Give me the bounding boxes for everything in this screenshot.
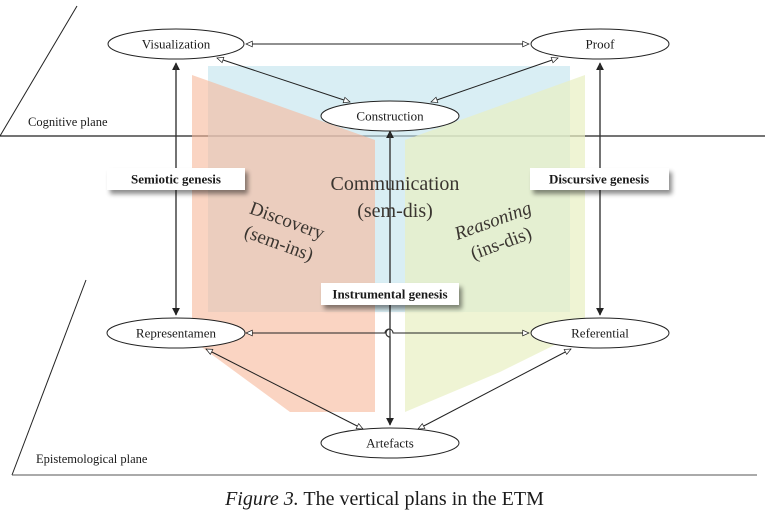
instrumental-genesis-label: Instrumental genesis bbox=[332, 287, 447, 302]
node-visualization[interactable]: Visualization bbox=[107, 28, 245, 60]
node-representamen-label: Representamen bbox=[136, 326, 217, 341]
cognitive-plane-label: Cognitive plane bbox=[28, 115, 108, 129]
node-proof-label: Proof bbox=[586, 37, 616, 52]
discursive-genesis-box: Discursive genesis bbox=[530, 168, 669, 190]
epistemological-plane-edge bbox=[11, 279, 87, 476]
node-visualization-label: Visualization bbox=[142, 37, 211, 52]
node-proof[interactable]: Proof bbox=[530, 28, 670, 60]
communication-subtitle-text: (sem-dis) bbox=[357, 200, 433, 222]
referential-artefacts-link bbox=[417, 348, 572, 430]
representamen-artefacts-link bbox=[205, 348, 364, 430]
node-construction-label: Construction bbox=[356, 109, 424, 124]
node-referential-label: Referential bbox=[571, 326, 629, 341]
instrumental-down-arrow bbox=[385, 133, 394, 426]
instrumental-genesis-box: Instrumental genesis bbox=[321, 283, 459, 305]
visualization-construction-link bbox=[216, 56, 351, 104]
node-representamen[interactable]: Representamen bbox=[106, 317, 246, 349]
discursive-genesis-label: Discursive genesis bbox=[549, 172, 649, 187]
cognitive-plane-edge bbox=[0, 5, 78, 137]
figure-caption-text: The vertical plans in the ETM bbox=[298, 488, 544, 510]
node-referential[interactable]: Referential bbox=[530, 317, 670, 349]
epistemological-plane bbox=[11, 279, 757, 476]
semiotic-genesis-label: Semiotic genesis bbox=[131, 172, 221, 187]
node-artefacts[interactable]: Artefacts bbox=[320, 427, 460, 459]
epistemological-plane-label: Epistemological plane bbox=[36, 452, 148, 466]
node-artefacts-label: Artefacts bbox=[366, 436, 414, 451]
figure-caption: Figure 3. The vertical plans in the ETM bbox=[0, 488, 769, 511]
communication-title: Communication (sem-dis) bbox=[331, 173, 460, 222]
node-construction[interactable]: Construction bbox=[320, 100, 460, 132]
figure-number: Figure 3. bbox=[225, 488, 299, 510]
semiotic-genesis-box: Semiotic genesis bbox=[107, 168, 245, 190]
communication-title-text: Communication bbox=[331, 173, 460, 195]
proof-construction-link bbox=[430, 57, 559, 103]
